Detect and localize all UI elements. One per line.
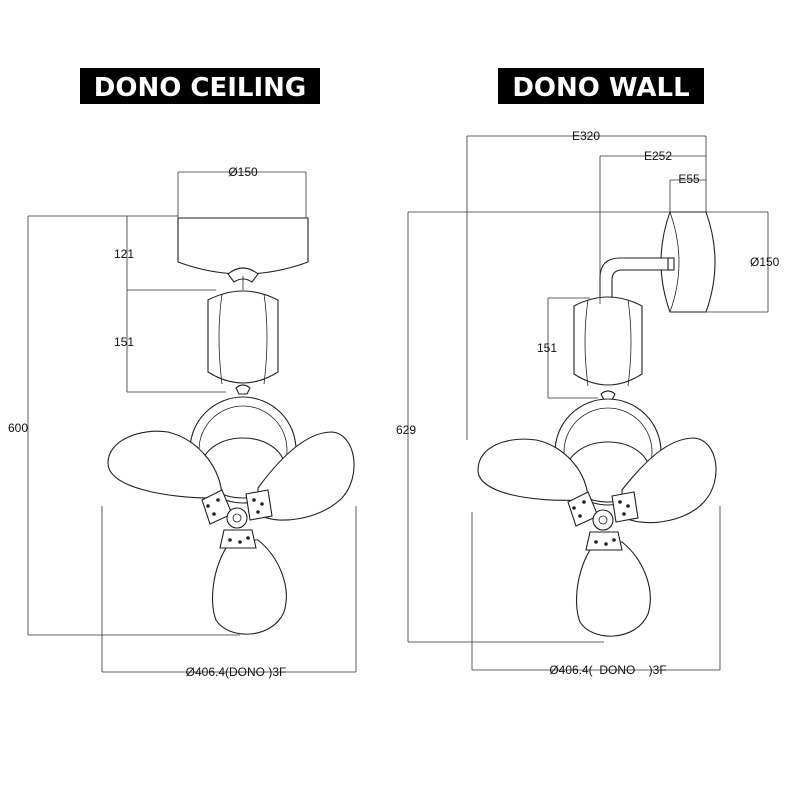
wall-title: DONO WALL bbox=[498, 68, 704, 104]
ceiling-total-height-label: 600 bbox=[8, 421, 28, 435]
wall-mount-diameter-label: Ø150 bbox=[750, 255, 780, 269]
wall-blade-span-label: Ø406.4( DONO )3F bbox=[549, 663, 666, 677]
wall-motor-housing bbox=[573, 296, 643, 386]
ceiling-canopy-diameter-label: Ø150 bbox=[228, 165, 258, 179]
wall-depth-mount-label: E55 bbox=[678, 172, 700, 186]
wall-blade-right bbox=[621, 437, 717, 524]
wall-depth-total-label: E320 bbox=[572, 129, 600, 143]
ceiling-blade-left bbox=[107, 430, 223, 499]
ceiling-joint bbox=[227, 267, 259, 283]
wall-hub-plate-bottom bbox=[585, 531, 623, 551]
ceiling-hub bbox=[226, 507, 248, 529]
wall-motor-height-label: 151 bbox=[537, 341, 557, 355]
ceiling-canopy-height-label: 121 bbox=[114, 247, 134, 261]
wall-dimension-lines bbox=[407, 135, 769, 671]
ceiling-motor-housing bbox=[207, 290, 279, 384]
wall-hub bbox=[592, 509, 614, 531]
ceiling-blade-bottom bbox=[211, 539, 287, 635]
ceiling-blade-span-label: Ø406.4(DONO )3F bbox=[186, 665, 287, 679]
ceiling-fan-drawing bbox=[107, 217, 355, 635]
ceiling-pivot bbox=[235, 384, 251, 395]
ceiling-dimension-lines bbox=[27, 171, 357, 673]
ceiling-motor-height-label: 151 bbox=[114, 335, 134, 349]
wall-fan-drawing bbox=[477, 211, 717, 637]
wall-blade-bottom bbox=[575, 541, 651, 637]
wall-title-text: DONO WALL bbox=[512, 73, 689, 103]
ceiling-hub-plate-right bbox=[245, 489, 273, 521]
ceiling-blade-right bbox=[257, 431, 355, 521]
ceiling-canopy bbox=[177, 217, 309, 275]
ceiling-title-text: DONO CEILING bbox=[94, 73, 306, 103]
ceiling-title: DONO CEILING bbox=[80, 68, 320, 104]
wall-hub-plate-right bbox=[611, 491, 639, 523]
wall-total-height-label: 629 bbox=[396, 423, 416, 437]
wall-depth-arm-label: E252 bbox=[644, 149, 672, 163]
ceiling-hub-plate-bottom bbox=[219, 529, 257, 549]
wall-blade-left bbox=[477, 438, 589, 501]
